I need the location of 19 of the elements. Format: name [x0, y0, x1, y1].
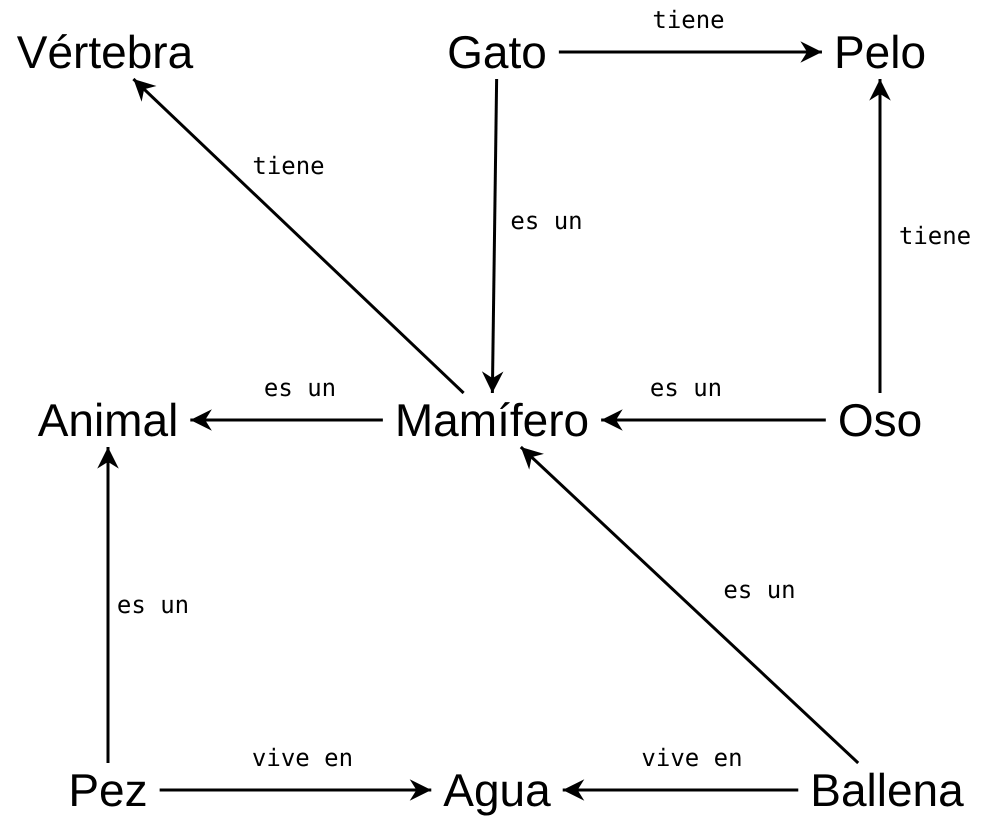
arrow — [97, 447, 119, 763]
arrow — [562, 779, 798, 801]
arrow — [520, 446, 860, 764]
arrow — [558, 41, 822, 63]
concept-label: Ballena — [798, 763, 976, 817]
concept-label: Gato — [435, 25, 559, 79]
concept-label: Agua — [431, 763, 563, 817]
concept-label: Animal — [26, 393, 190, 447]
arrow — [132, 78, 465, 394]
concept-label: Pelo — [822, 25, 938, 79]
concept-label: Oso — [826, 393, 934, 447]
arrow — [601, 409, 826, 431]
arrow — [160, 779, 432, 801]
concept-label: Vértebra — [4, 25, 206, 79]
concept-label: Pez — [56, 763, 160, 817]
arrow — [482, 78, 504, 394]
concept-label: Mamífero — [382, 393, 602, 447]
arrow — [190, 409, 383, 431]
arrow — [869, 79, 891, 393]
